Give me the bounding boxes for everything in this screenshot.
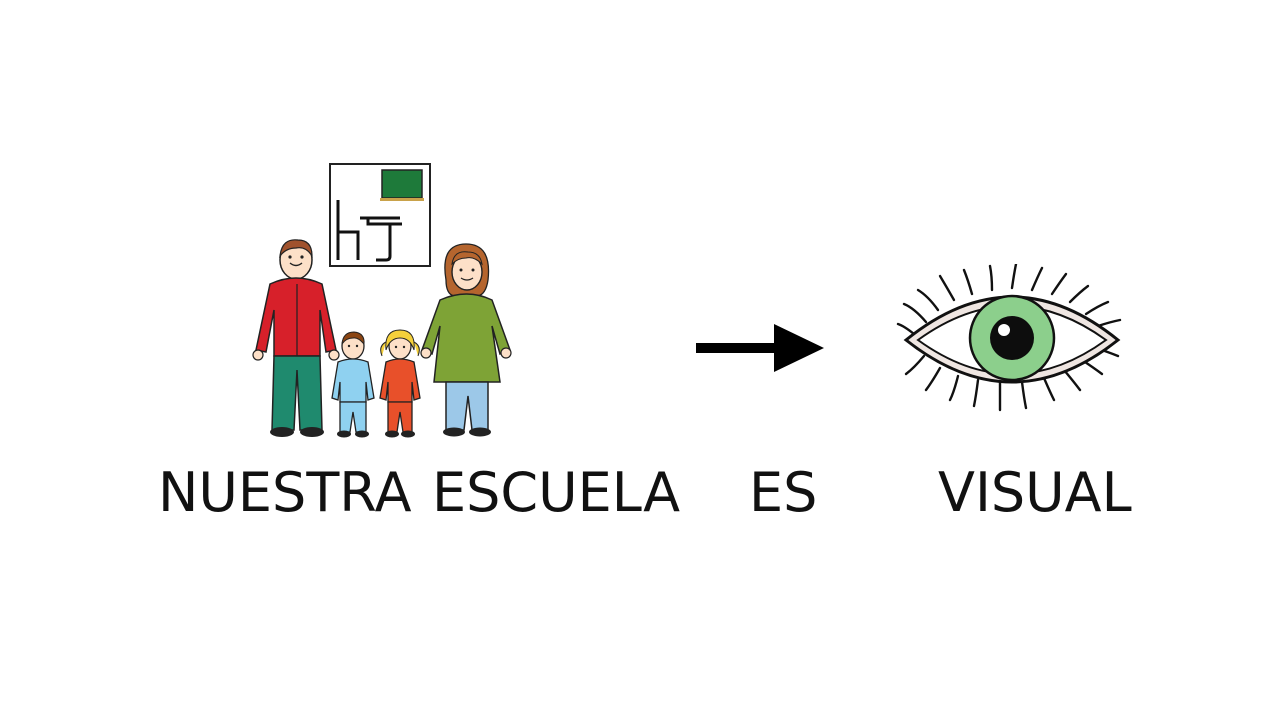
word-es: ES (749, 461, 818, 524)
mother-figure (420, 243, 512, 437)
eye-icon (896, 264, 1122, 412)
school-family-pictogram (252, 163, 512, 438)
right-arrow-icon (696, 324, 824, 372)
word-nuestra: NUESTRA (158, 461, 412, 524)
word-escuela: ESCUELA (432, 461, 681, 524)
word-visual: VISUAL (938, 461, 1132, 524)
boy-figure (331, 331, 375, 438)
girl-figure (379, 329, 421, 438)
father-figure (252, 239, 340, 437)
